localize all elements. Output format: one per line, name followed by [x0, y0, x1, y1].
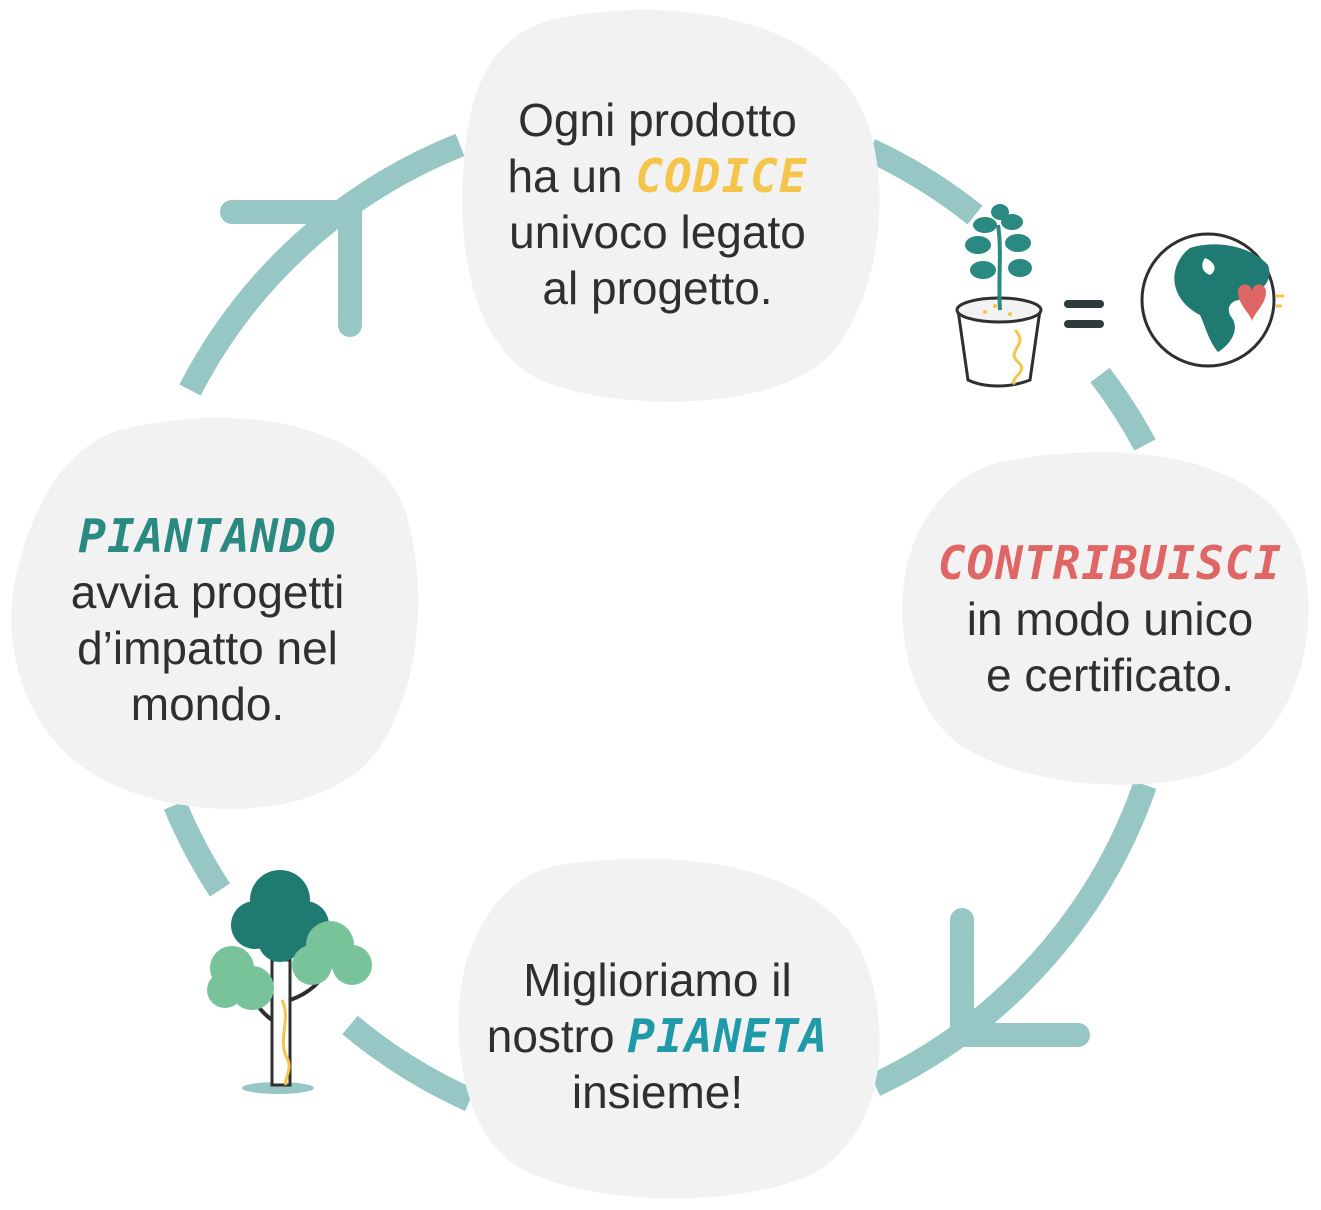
step-bottom-line3: insieme! [571, 1066, 744, 1118]
globe-heart-icon [1140, 232, 1284, 368]
step-top-text: Ogni prodotto ha un CODICE univoco legat… [470, 92, 845, 316]
trees-icon [207, 870, 372, 1094]
bubble-bottom [458, 858, 880, 1199]
step-left-line3: d’impatto nel [77, 622, 338, 674]
step-top-line4: al progetto. [542, 262, 773, 314]
step-left-line4: mondo. [130, 678, 285, 730]
step-top-line1: Ogni prodotto [518, 94, 797, 146]
equals-icon [1064, 300, 1104, 328]
step-right-line2: in modo unico [966, 593, 1254, 645]
step-left-text: PIANTANDO avvia progetti d’impatto nel m… [20, 508, 395, 732]
step-top-accent: CODICE [635, 149, 808, 203]
step-bottom-line1: Miglioriamo il [523, 954, 792, 1006]
ring-arc-right-lower [869, 781, 1157, 1096]
ring-arc-left-lower [163, 800, 231, 897]
bubble-left [11, 417, 419, 809]
step-bottom-line2-prefix: nostro [486, 1010, 628, 1062]
step-top-line3: univoco legato [509, 206, 806, 258]
step-bottom-accent: PIANETA [627, 1009, 829, 1063]
potted-plant-icon [955, 204, 1043, 388]
step-right-accent: CONTRIBUISCI [937, 536, 1283, 590]
step-bottom-line2: nostro PIANETA [470, 1008, 845, 1064]
step-left-accent: PIANTANDO [78, 509, 337, 563]
step-left-line2: avvia progetti [70, 566, 345, 618]
step-top-line2: ha un CODICE [470, 148, 845, 204]
step-top-line2-prefix: ha un [507, 150, 636, 202]
ring-arc-left-upper [179, 133, 465, 396]
arrow-head-bottom-right [950, 908, 1090, 1047]
bubble-top [462, 9, 880, 402]
arrow-head-top-left [220, 200, 362, 337]
step-bottom-text: Miglioriamo il nostro PIANETA insieme! [470, 952, 845, 1120]
step-right-text: CONTRIBUISCI in modo unico e certificato… [915, 535, 1305, 703]
ring-arc-bottom-left [342, 1015, 475, 1111]
bubble-right [902, 452, 1309, 785]
ring-arc-right-upper [1090, 367, 1156, 451]
step-right-line3: e certificato. [986, 649, 1234, 701]
ring-arc-top-right [864, 139, 983, 225]
